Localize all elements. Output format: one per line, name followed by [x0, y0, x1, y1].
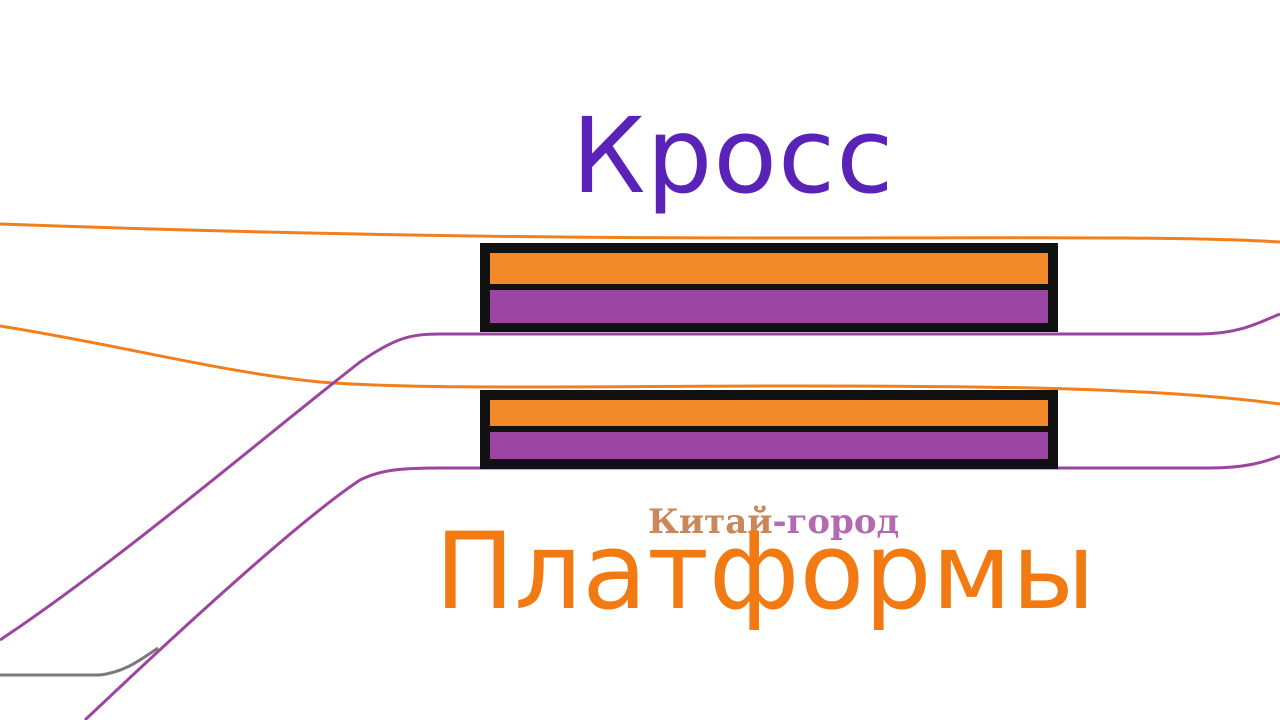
station-label-part-2: -город	[772, 502, 900, 542]
station-label-part-1: Китай	[648, 502, 773, 542]
platform-lower	[480, 390, 1058, 469]
purple-line-upper	[0, 312, 1280, 642]
platform-lower-orange-track	[490, 400, 1048, 426]
purple-line-lower	[83, 454, 1280, 720]
station-label: Китай-город	[648, 500, 899, 544]
title-platforms: Платформы	[434, 510, 1096, 633]
title-cross: Кросс	[571, 95, 895, 217]
platform-upper-orange-track	[490, 253, 1048, 284]
platform-upper	[480, 243, 1058, 332]
gray-line	[0, 646, 159, 677]
orange-line-upper	[0, 222, 1280, 244]
platform-lower-purple-track	[490, 432, 1048, 459]
orange-line-lower	[0, 324, 1280, 406]
platform-upper-purple-track	[490, 290, 1048, 323]
